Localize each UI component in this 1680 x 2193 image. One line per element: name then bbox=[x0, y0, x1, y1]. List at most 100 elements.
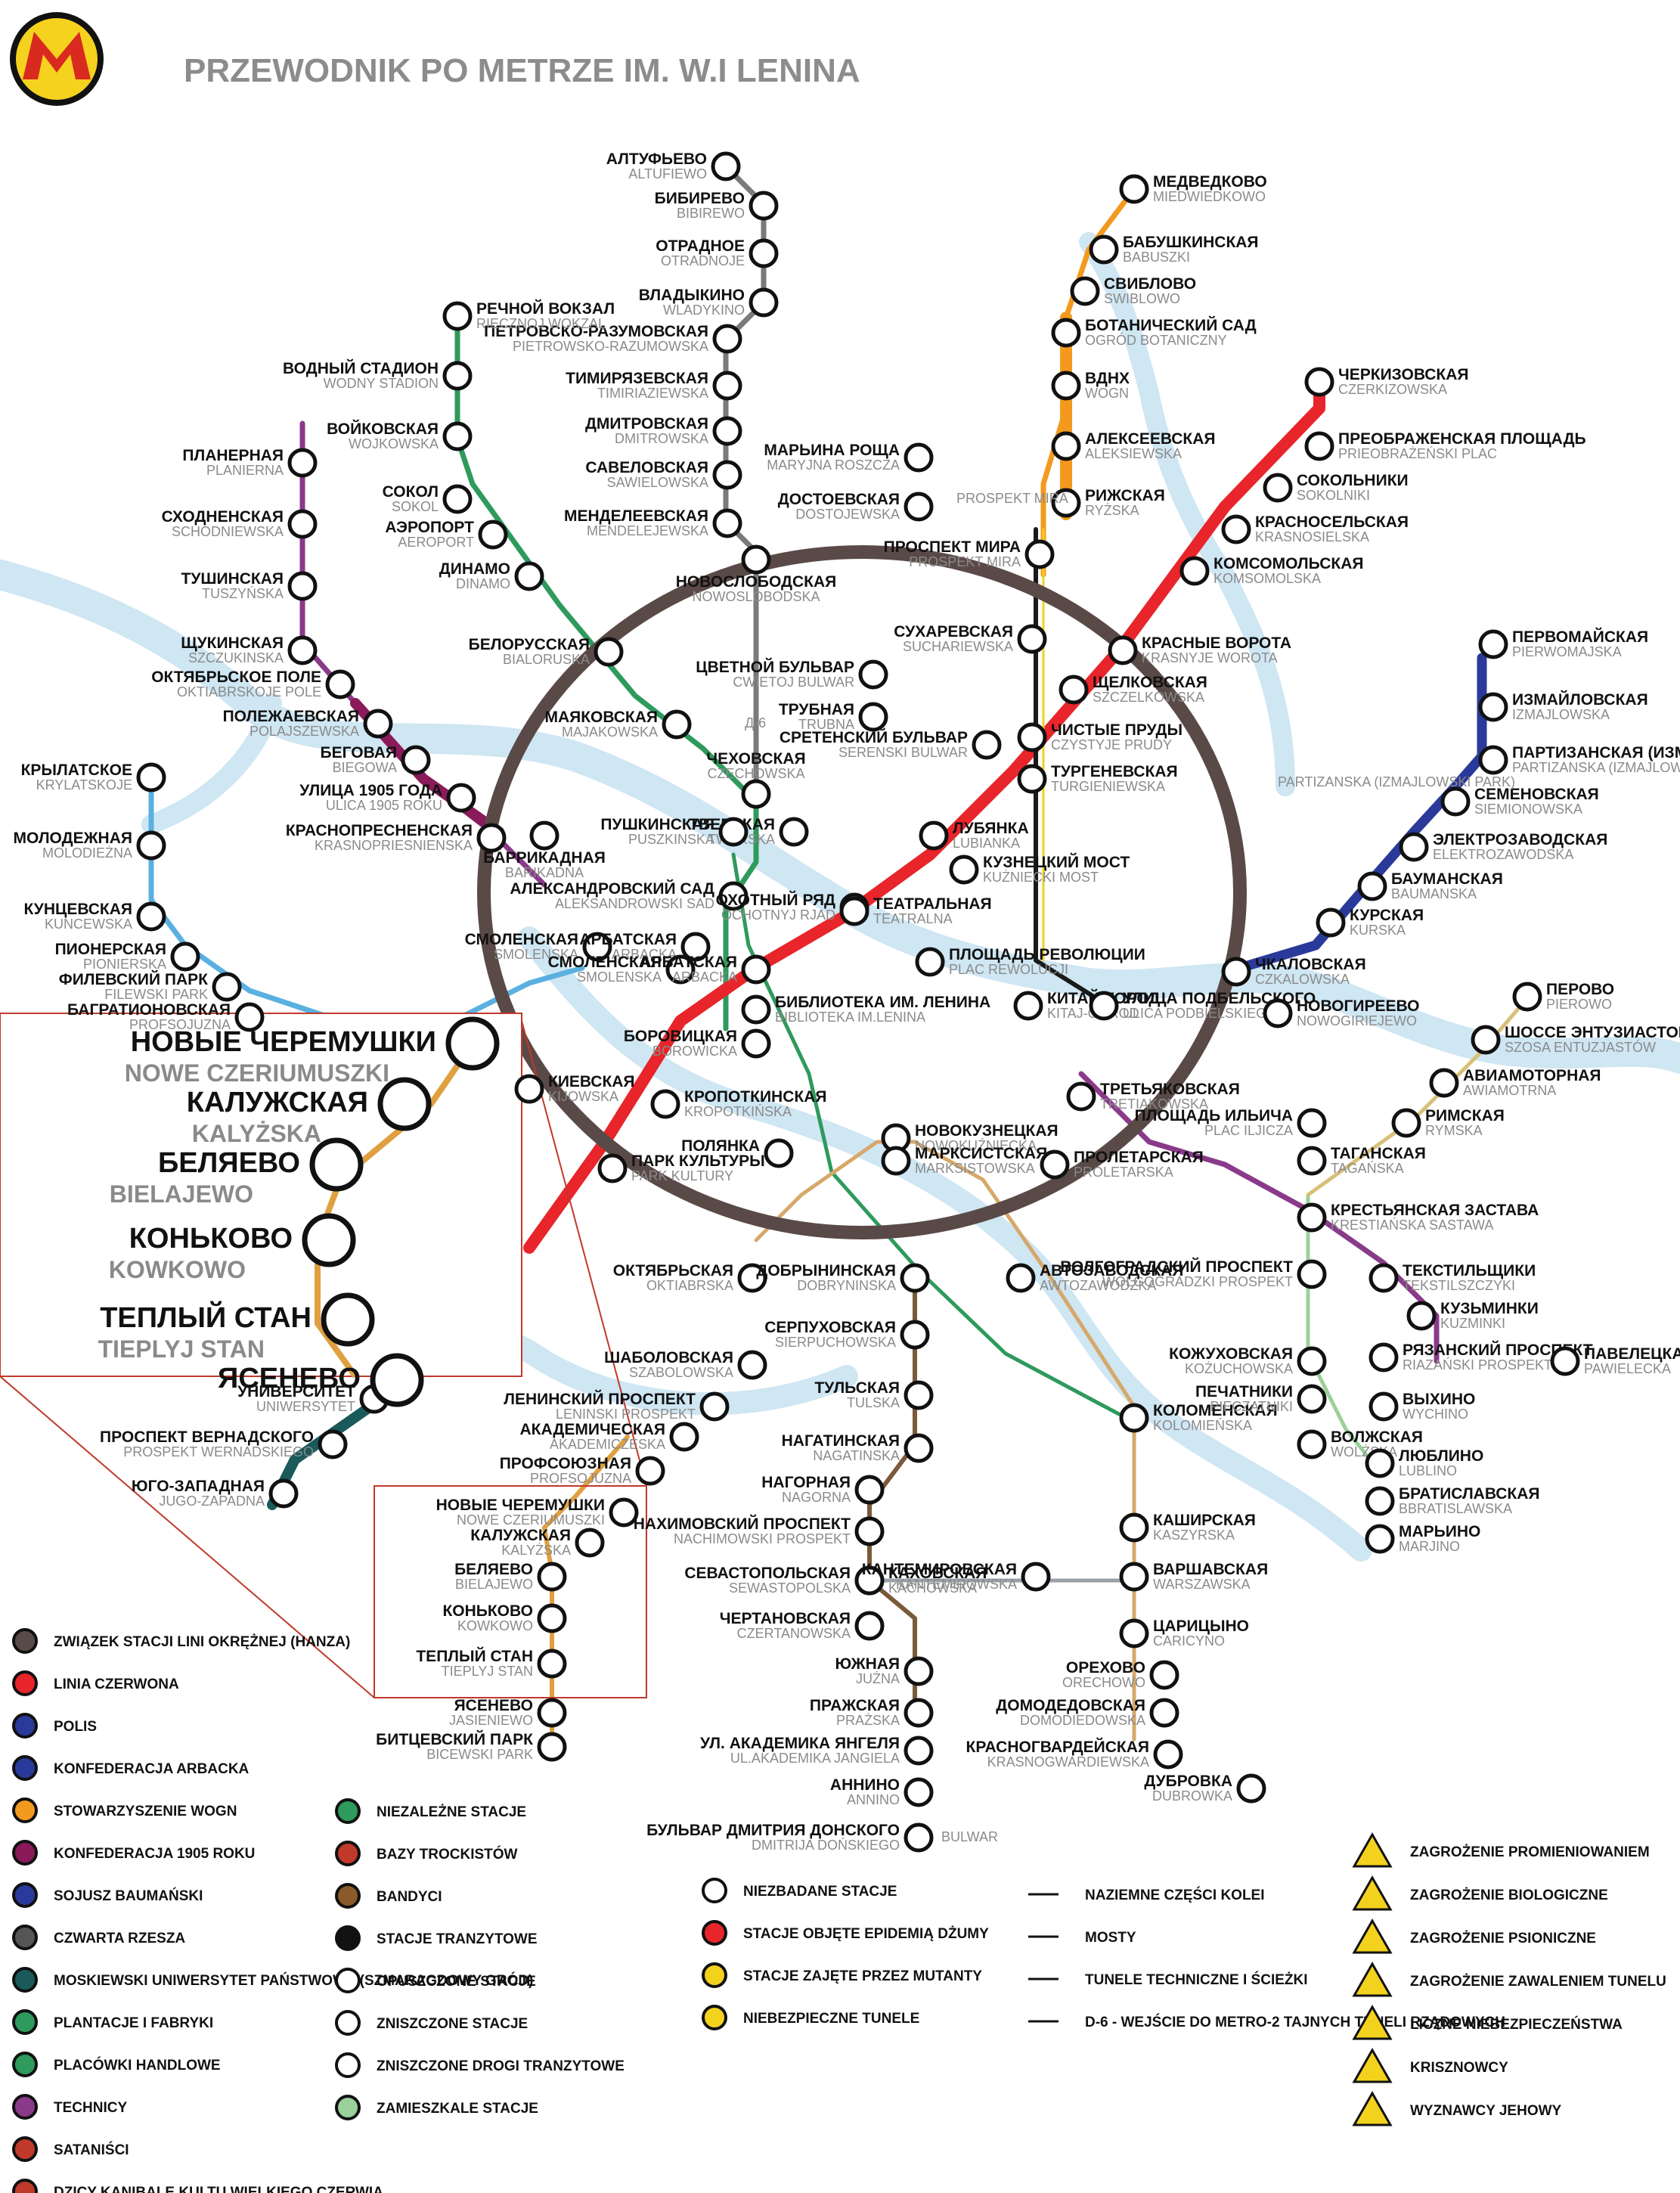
station-marker[interactable] bbox=[1263, 473, 1293, 503]
station-marker[interactable] bbox=[1119, 174, 1149, 204]
station-marker[interactable] bbox=[858, 659, 888, 690]
station-marker[interactable] bbox=[1429, 1068, 1459, 1098]
station-marker[interactable] bbox=[711, 151, 741, 181]
station-marker[interactable] bbox=[904, 1433, 934, 1463]
inset-station-marker[interactable] bbox=[377, 1077, 432, 1131]
station-marker[interactable] bbox=[597, 1153, 628, 1183]
station-marker[interactable] bbox=[1017, 764, 1047, 794]
station-marker[interactable] bbox=[1059, 675, 1089, 705]
station-marker[interactable] bbox=[1221, 514, 1251, 544]
station-marker[interactable] bbox=[749, 287, 779, 318]
station-marker[interactable] bbox=[287, 571, 318, 601]
station-marker[interactable] bbox=[1297, 1346, 1327, 1376]
inset-station-marker[interactable] bbox=[370, 1353, 424, 1407]
station-marker[interactable] bbox=[1478, 745, 1508, 775]
station-marker[interactable] bbox=[1440, 786, 1471, 817]
station-marker[interactable] bbox=[718, 881, 749, 911]
station-marker[interactable] bbox=[904, 1735, 934, 1766]
station-marker[interactable] bbox=[318, 1429, 348, 1459]
station-marker[interactable] bbox=[136, 830, 166, 861]
station-marker[interactable] bbox=[1391, 1108, 1421, 1138]
station-marker[interactable] bbox=[1297, 1146, 1327, 1176]
station-marker[interactable] bbox=[1263, 998, 1293, 1028]
station-marker[interactable] bbox=[900, 1263, 930, 1293]
station-marker[interactable] bbox=[650, 1089, 680, 1119]
inset-station-marker[interactable] bbox=[321, 1292, 375, 1347]
station-marker[interactable] bbox=[575, 1528, 605, 1558]
station-marker[interactable] bbox=[287, 635, 318, 665]
station-marker[interactable] bbox=[1399, 832, 1429, 862]
station-marker[interactable] bbox=[737, 1263, 767, 1293]
station-marker[interactable] bbox=[972, 730, 1002, 760]
station-marker[interactable] bbox=[1368, 1342, 1399, 1373]
station-marker[interactable] bbox=[662, 709, 692, 740]
station-marker[interactable] bbox=[1297, 1259, 1327, 1289]
station-marker[interactable] bbox=[1297, 1429, 1327, 1459]
station-marker[interactable] bbox=[1013, 991, 1043, 1021]
station-marker[interactable] bbox=[1089, 234, 1119, 265]
station-marker[interactable] bbox=[1297, 1202, 1327, 1233]
station-marker[interactable] bbox=[669, 1422, 699, 1452]
station-marker[interactable] bbox=[854, 1611, 885, 1641]
station-marker[interactable] bbox=[741, 954, 771, 985]
station-marker[interactable] bbox=[904, 1380, 934, 1410]
station-marker[interactable] bbox=[1089, 991, 1119, 1021]
station-marker[interactable] bbox=[854, 1475, 885, 1505]
station-marker[interactable] bbox=[1149, 1660, 1179, 1690]
station-marker[interactable] bbox=[1297, 1384, 1327, 1414]
station-marker[interactable] bbox=[442, 301, 473, 331]
station-marker[interactable] bbox=[712, 371, 742, 401]
station-marker[interactable] bbox=[363, 709, 393, 739]
station-marker[interactable] bbox=[609, 1497, 639, 1528]
